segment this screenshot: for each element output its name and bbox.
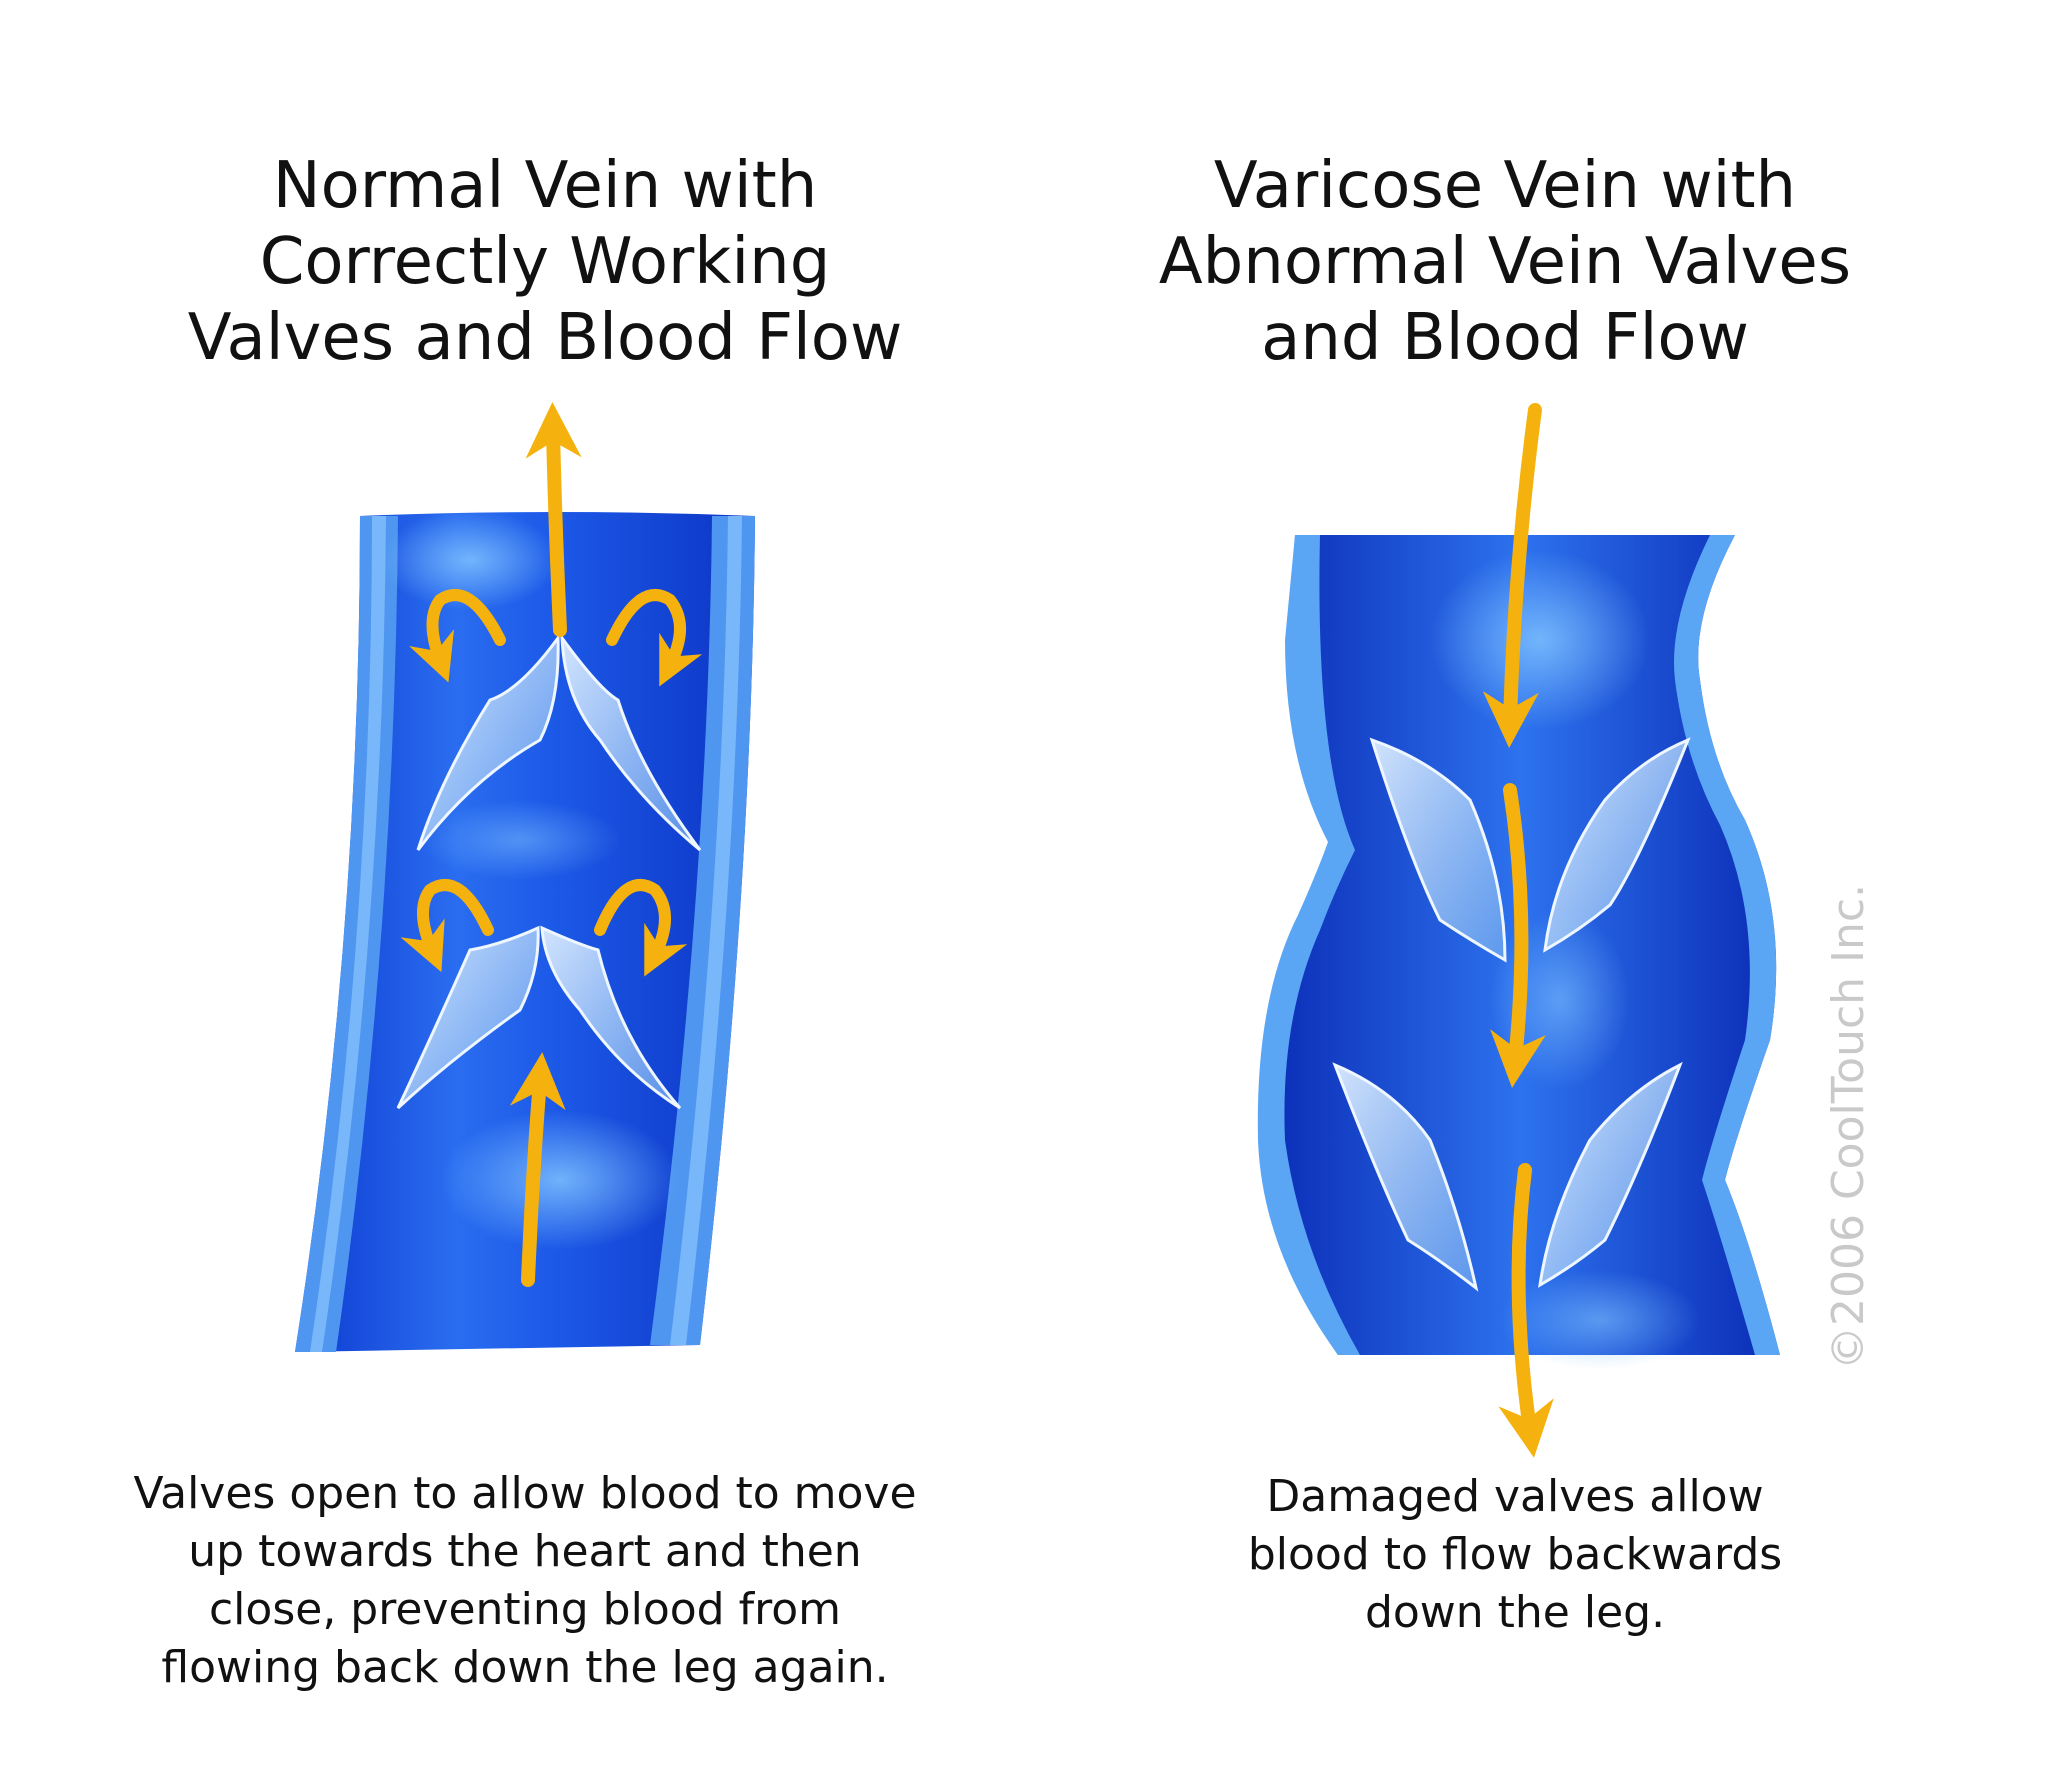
normal-flow-arrow-up-top <box>525 402 582 637</box>
varicose-valve-lower-left <box>1332 1062 1479 1292</box>
varicose-valve-upper-left <box>1369 737 1507 963</box>
normal-curl-arrow-lower-right <box>594 879 688 977</box>
varicose-vein-caption-line-3: down the leg. <box>1364 1587 1666 1638</box>
normal-valve-upper-left <box>416 633 560 851</box>
normal-flow-arrow-up-bottom <box>509 1052 566 1287</box>
varicose-vein-right-wall <box>1674 535 1780 1355</box>
varicose-valve-upper-right <box>1543 737 1691 953</box>
normal-curl-arrow-lower-left <box>400 879 494 973</box>
normal-valve-lower-left <box>396 925 540 1110</box>
normal-vein <box>295 402 755 1352</box>
normal-vein-caption-line-4: flowing back down the leg again. <box>161 1642 889 1693</box>
varicose-vein-title-line-1: Varicose Vein with <box>1213 149 1797 223</box>
normal-vein-caption-line-3: close, preventing blood from <box>208 1584 841 1635</box>
copyright-text: ©2006 CoolTouch Inc. <box>1823 883 1874 1370</box>
normal-vein-title-line-2: Correctly Working <box>259 225 831 299</box>
varicose-vein-title-line-2: Abnormal Vein Valves <box>1158 225 1852 299</box>
normal-curl-arrow-upper-left <box>409 589 506 683</box>
varicose-vein-title-line-3: and Blood Flow <box>1261 301 1749 375</box>
varicose-vein-left-wall <box>1257 535 1360 1355</box>
varicose-vein-title: Varicose Vein with Abnormal Vein Valves … <box>1095 148 1915 376</box>
normal-vein-caption: Valves open to allow blood to move up to… <box>75 1465 975 1697</box>
normal-valve-lower-right <box>540 925 682 1110</box>
normal-valve-upper-right <box>560 633 702 852</box>
varicose-vein-caption: Damaged valves allow blood to flow backw… <box>1065 1468 1965 1642</box>
varicose-flow-arrow-down-middle <box>1490 783 1546 1088</box>
normal-vein-title-line-1: Normal Vein with <box>272 149 818 223</box>
normal-vein-title-line-3: Valves and Blood Flow <box>187 301 903 375</box>
normal-curl-arrow-upper-right <box>606 589 703 687</box>
normal-vein-caption-line-1: Valves open to allow blood to move <box>133 1468 917 1519</box>
varicose-vein-caption-line-2: blood to flow backwards <box>1247 1529 1783 1580</box>
varicose-flow-arrow-down-top <box>1482 403 1542 748</box>
normal-vein-title: Normal Vein with Correctly Working Valve… <box>135 148 955 376</box>
varicose-flow-arrow-down-bottom <box>1498 1163 1554 1458</box>
varicose-vein-caption-line-1: Damaged valves allow <box>1266 1471 1764 1522</box>
varicose-vein <box>1257 403 1780 1458</box>
varicose-valve-lower-right <box>1538 1061 1683 1288</box>
normal-vein-caption-line-2: up towards the heart and then <box>188 1526 862 1577</box>
